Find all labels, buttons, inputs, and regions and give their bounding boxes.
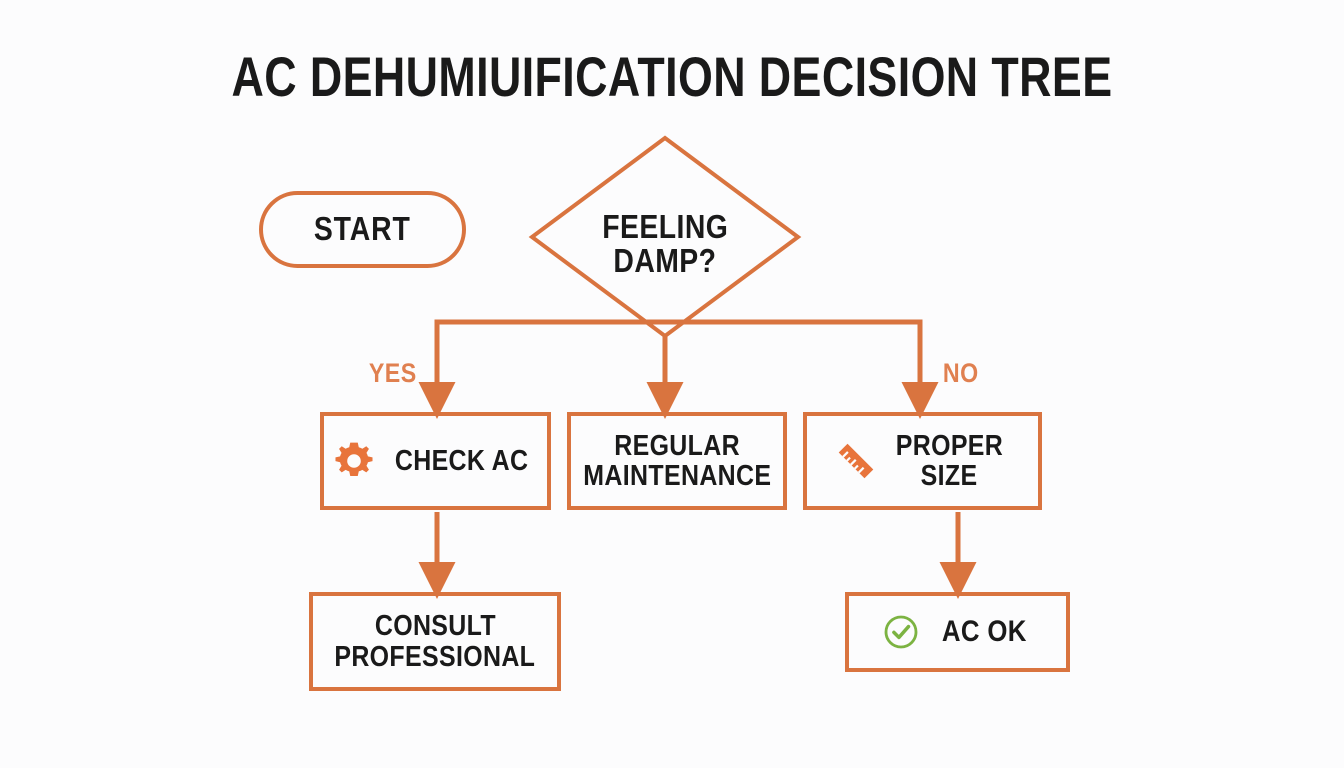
node-ac-ok[interactable]: AC OK: [845, 592, 1070, 672]
node-regular-maintenance-label-line2: MAINTENANCE: [582, 460, 772, 492]
check-circle-icon: [881, 612, 921, 652]
node-decision-label-line1: FEELING: [601, 207, 728, 245]
page-title: AC DEHUMIUIFICATION DECISION TREE: [231, 45, 1113, 108]
node-proper-size[interactable]: PROPER SIZE: [803, 412, 1042, 510]
node-start[interactable]: START: [259, 191, 466, 268]
branch-label-yes: YES: [368, 358, 417, 388]
node-regular-maintenance-label-line1: REGULAR: [614, 429, 740, 462]
node-proper-size-label-line1: PROPER: [895, 429, 1004, 462]
node-decision-label-line2: DAMP?: [613, 242, 717, 279]
node-decision[interactable]: FEELING DAMP?: [532, 138, 798, 336]
node-consult-professional-label-line2: PROFESSIONAL: [334, 640, 536, 673]
node-check-ac[interactable]: CHECK AC: [320, 412, 551, 510]
ruler-icon: [833, 438, 879, 484]
node-consult-professional[interactable]: CONSULT PROFESSIONAL: [309, 592, 561, 691]
node-check-ac-label: CHECK AC: [394, 444, 529, 477]
node-regular-maintenance[interactable]: REGULAR MAINTENANCE: [567, 412, 787, 510]
node-proper-size-label-line2: SIZE: [921, 460, 978, 492]
node-consult-professional-label-line1: CONSULT: [374, 610, 496, 643]
gear-icon: [332, 439, 376, 483]
node-start-label: START: [314, 210, 411, 248]
branch-label-no: NO: [942, 358, 979, 388]
node-ac-ok-label: AC OK: [942, 615, 1027, 649]
